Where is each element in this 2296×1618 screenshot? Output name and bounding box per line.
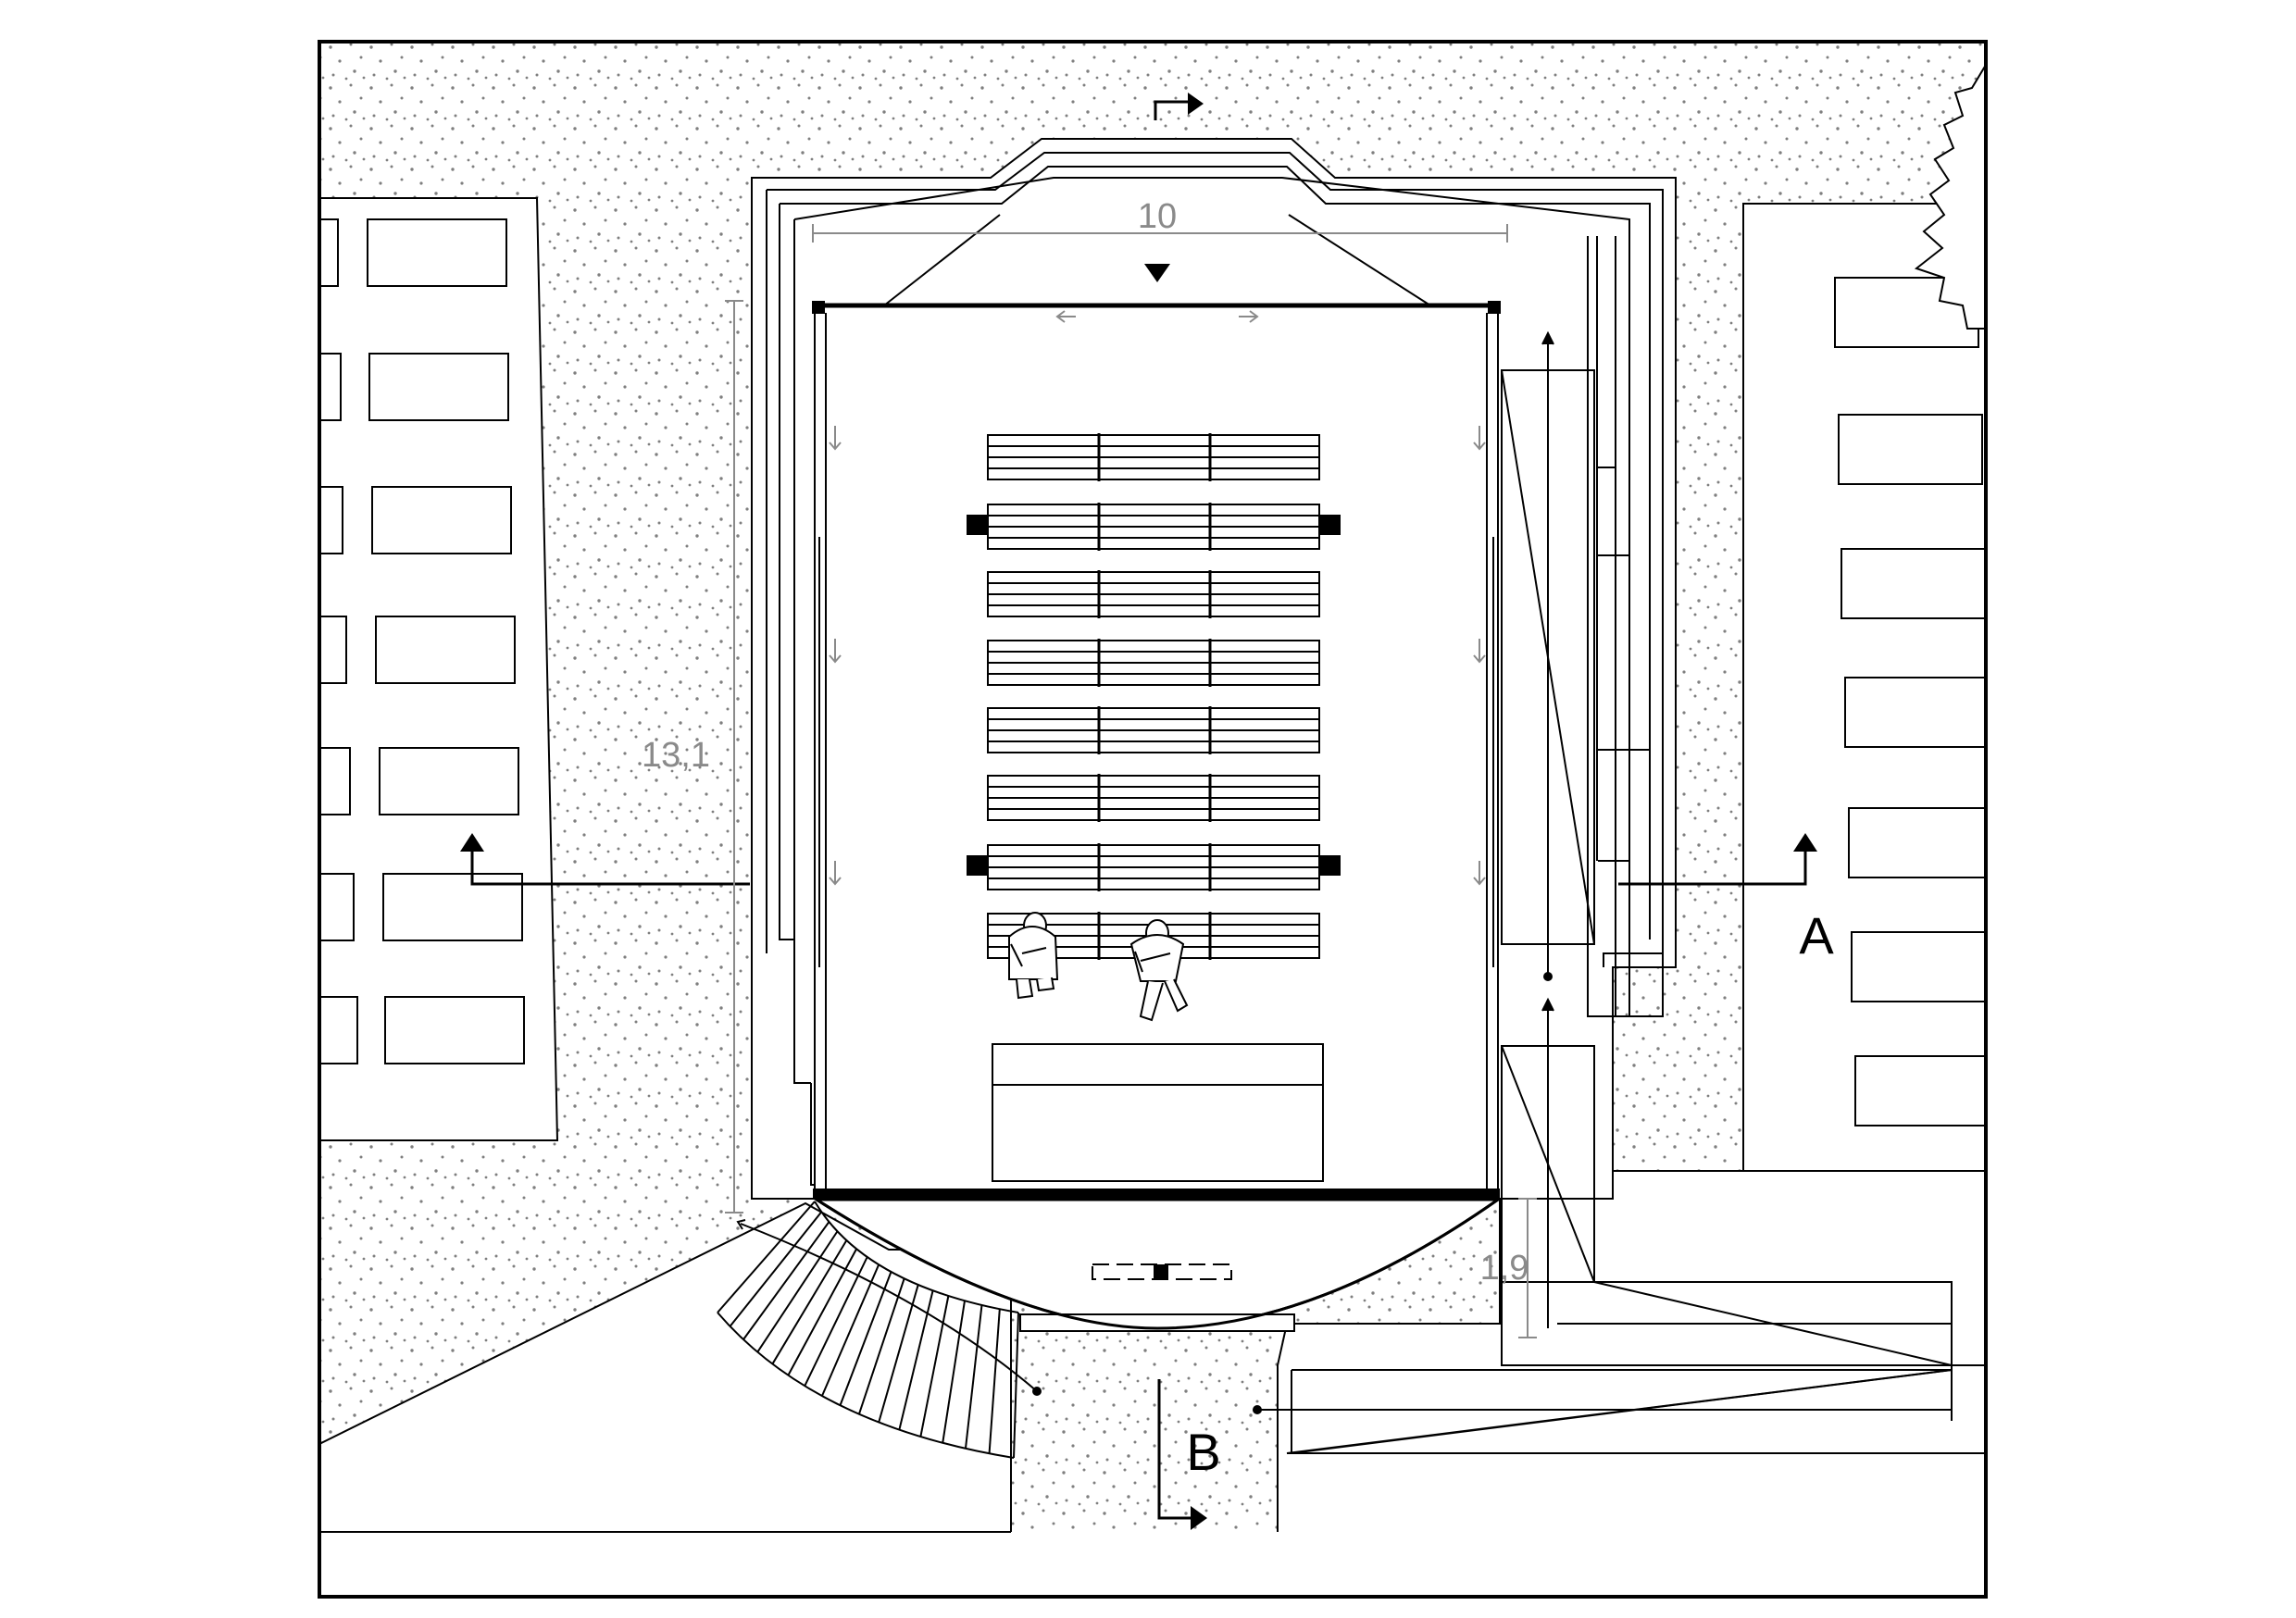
side-door-markers: [829, 426, 1486, 886]
road-band: [319, 1532, 1986, 1597]
roof-hip-lines: [883, 214, 1431, 306]
section-label-a: A: [1799, 906, 1834, 965]
dimension-width-label: 10: [1138, 197, 1177, 236]
column: [812, 301, 825, 314]
entrance-marker: [1144, 264, 1170, 282]
bench: [987, 570, 1320, 618]
stair-tread: [742, 1221, 830, 1340]
section-b-arrow-top: [1188, 93, 1204, 115]
column: [1488, 301, 1501, 314]
section-a-arrow-right: [1793, 833, 1817, 852]
person-figure-left: [1008, 912, 1059, 1000]
stair-tread: [756, 1230, 839, 1353]
right-building: [1742, 203, 1986, 1194]
plinth-steps: [751, 152, 1664, 1186]
stair-tread: [729, 1211, 823, 1327]
bench: [987, 774, 1320, 822]
column: [1320, 855, 1341, 876]
bench: [987, 433, 1320, 481]
stair-tread: [804, 1256, 868, 1387]
stair-tread: [857, 1277, 905, 1415]
stair-tread: [964, 1304, 983, 1450]
column: [967, 855, 987, 876]
path-node: [1253, 1405, 1262, 1414]
bench: [987, 706, 1320, 754]
circulation-lines: [736, 330, 1952, 1411]
stair-tread: [919, 1295, 950, 1438]
section-line-a: [470, 850, 1807, 886]
dimension-lines: [725, 224, 1537, 1338]
dimension-depth-label: 13,1: [642, 736, 710, 775]
section-b-arrow-bottom: [1191, 1506, 1207, 1530]
stair-tread: [942, 1301, 966, 1443]
section-line-b: [1154, 100, 1194, 1520]
side-wall-openings: [818, 537, 1494, 967]
back-wall: [813, 1189, 1500, 1200]
sliding-door-arrows: [1055, 310, 1259, 323]
path-node: [1032, 1387, 1042, 1396]
stage-platform: [992, 1043, 1324, 1182]
stair-treads: [729, 1211, 1001, 1454]
plaque-marker: [1092, 1263, 1232, 1280]
bench: [987, 639, 1320, 687]
forecourt-base: [1019, 1313, 1295, 1332]
path-node: [1543, 972, 1553, 981]
stair-tread: [878, 1284, 919, 1423]
tree-top-right: [1914, 64, 1986, 330]
stair-tread: [839, 1271, 892, 1406]
section-a-arrow-left: [460, 833, 484, 852]
dimension-step-label: 1,9: [1480, 1249, 1529, 1288]
column: [967, 515, 987, 535]
bench: [967, 843, 1341, 891]
section-label-b: B: [1186, 1423, 1220, 1481]
stair-tread: [821, 1263, 880, 1397]
stair-tread: [988, 1309, 1001, 1454]
left-building: [319, 197, 559, 1141]
person-figure-right: [1129, 919, 1189, 1022]
stair-tread: [771, 1239, 848, 1365]
bench: [967, 503, 1341, 551]
column: [1320, 515, 1341, 535]
drawing-frame: [318, 40, 1988, 1599]
